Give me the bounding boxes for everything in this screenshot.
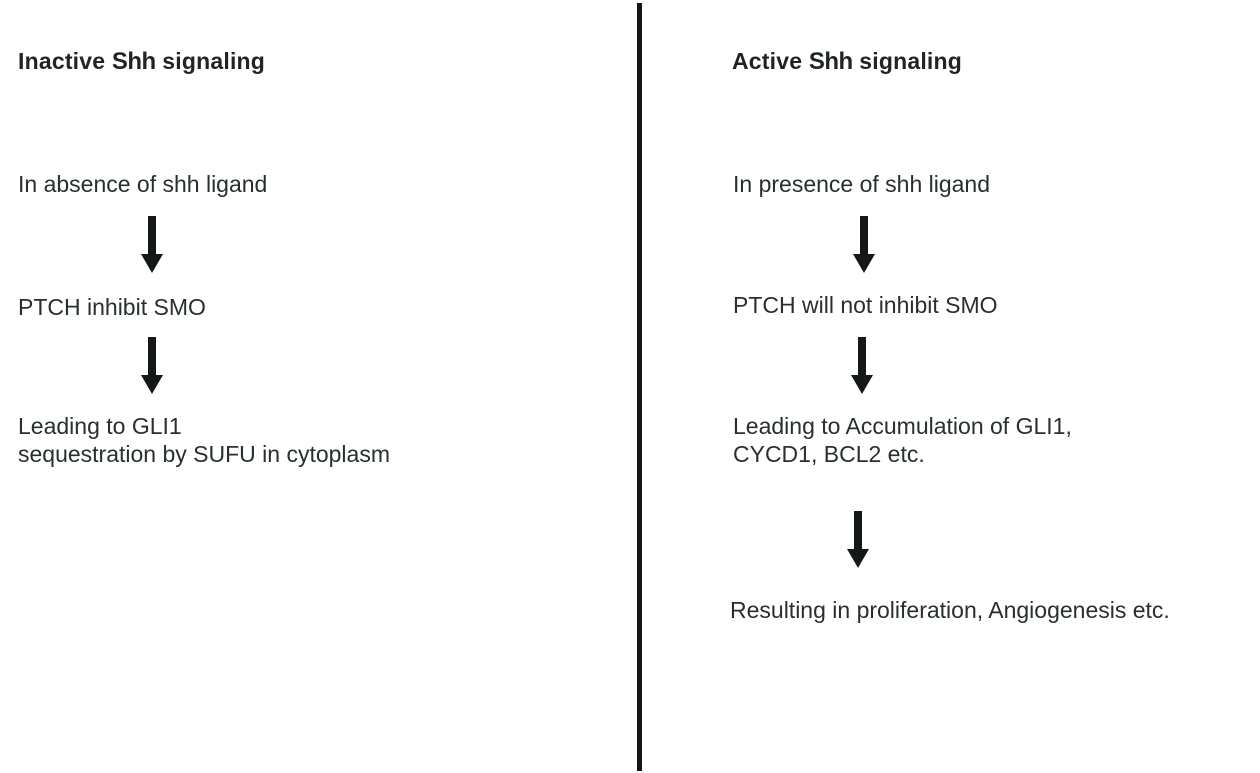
arrow-stem	[858, 337, 866, 375]
active-step-ptch: PTCH will not inhibit SMO	[733, 291, 998, 319]
down-arrow-icon	[141, 216, 163, 273]
step-line: In absence of shh ligand	[18, 171, 268, 197]
inactive-step-ptch: PTCH inhibit SMO	[18, 293, 206, 321]
step-line: In presence of shh ligand	[733, 171, 991, 197]
heading-prefix: Active	[732, 48, 803, 74]
arrow-stem	[148, 337, 156, 375]
step-line: PTCH inhibit SMO	[18, 294, 206, 320]
arrow-head	[847, 549, 869, 568]
step-line: Resulting in proliferation, Angiogenesis…	[730, 597, 1170, 623]
active-column-heading: Active Shh signaling	[732, 48, 962, 76]
column-divider-line	[637, 3, 642, 771]
step-line: CYCD1, BCL2 etc.	[733, 441, 925, 467]
heading-prefix: Inactive	[18, 48, 106, 74]
inactive-column-heading: Inactive Shh signaling	[18, 48, 265, 76]
active-step-result: Resulting in proliferation, Angiogenesis…	[730, 596, 1170, 624]
arrow-stem	[854, 511, 862, 549]
active-step-ligand: In presence of shh ligand	[733, 170, 990, 198]
arrow-head	[851, 375, 873, 394]
heading-shh: Shh	[111, 48, 156, 75]
arrow-stem	[860, 216, 868, 254]
step-line: Leading to Accumulation of GLI1,	[733, 413, 1072, 439]
arrow-head	[853, 254, 875, 273]
inactive-step-gli1: Leading to GLI1 sequestration by SUFU in…	[18, 412, 390, 468]
inactive-step-ligand: In absence of shh ligand	[18, 170, 267, 198]
down-arrow-icon	[847, 511, 869, 568]
arrow-stem	[148, 216, 156, 254]
arrow-head	[141, 254, 163, 273]
down-arrow-icon	[141, 337, 163, 394]
active-step-accumulation: Leading to Accumulation of GLI1, CYCD1, …	[733, 412, 1072, 468]
down-arrow-icon	[851, 337, 873, 394]
heading-shh: Shh	[808, 48, 853, 75]
heading-suffix: signaling	[859, 48, 963, 74]
step-line: Leading to GLI1	[18, 413, 182, 439]
down-arrow-icon	[853, 216, 875, 273]
arrow-head	[141, 375, 163, 394]
heading-suffix: signaling	[162, 48, 266, 74]
step-line: sequestration by SUFU in cytoplasm	[18, 441, 390, 467]
step-line: PTCH will not inhibit SMO	[733, 292, 998, 318]
